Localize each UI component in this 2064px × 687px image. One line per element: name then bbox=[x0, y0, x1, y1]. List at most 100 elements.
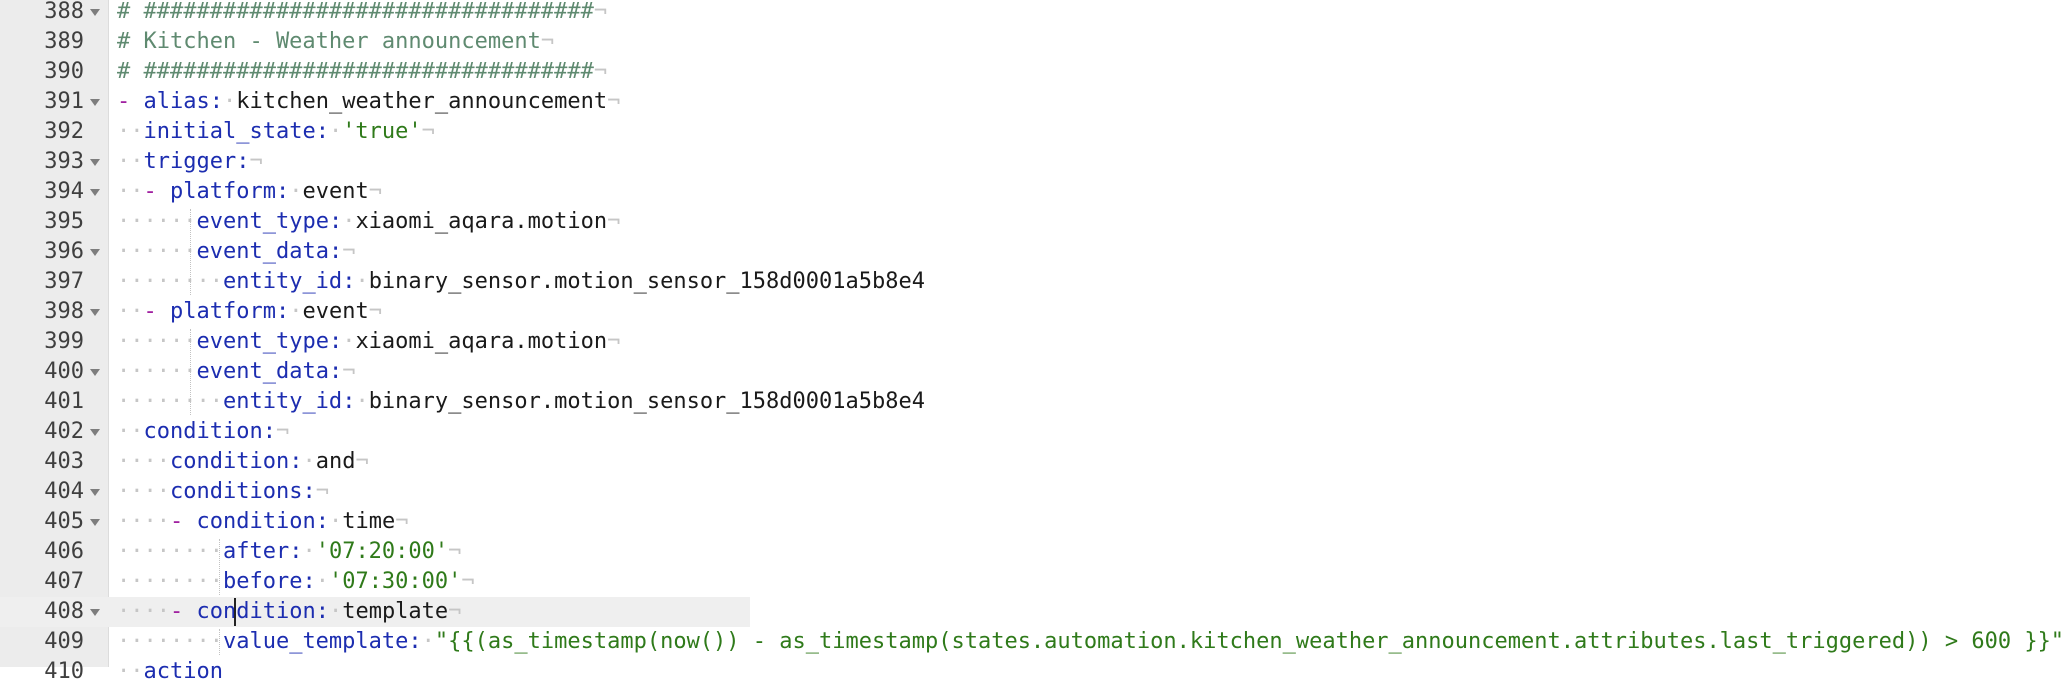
code-line[interactable]: 398 ··- platform:·event¬ bbox=[0, 297, 750, 327]
line-number: 401 bbox=[44, 389, 84, 414]
whitespace-marker: ···· bbox=[117, 449, 170, 474]
fold-toggle-icon[interactable] bbox=[90, 429, 100, 436]
whitespace-marker: · bbox=[302, 449, 316, 474]
fold-toggle-icon[interactable] bbox=[90, 189, 100, 196]
code-text: # ##################################¬ bbox=[117, 57, 607, 87]
code-line[interactable]: 392··initial_state:·'true'¬ bbox=[0, 117, 750, 147]
yaml-key: after bbox=[222, 539, 290, 564]
whitespace-marker: · bbox=[342, 329, 356, 354]
newline-marker-icon: ¬ bbox=[593, 0, 608, 24]
yaml-colon: : bbox=[302, 569, 316, 594]
fold-toggle-icon[interactable] bbox=[90, 609, 100, 616]
whitespace-marker: ·· bbox=[117, 149, 144, 174]
newline-marker-icon: ¬ bbox=[368, 299, 382, 324]
fold-toggle-icon[interactable] bbox=[90, 369, 100, 376]
newline-marker-icon: ¬ bbox=[448, 539, 462, 564]
code-text: ··- platform:·event¬ bbox=[117, 297, 382, 327]
yaml-colon: : bbox=[275, 179, 290, 204]
line-number: 398 bbox=[44, 299, 84, 324]
yaml-value: time bbox=[342, 509, 396, 534]
whitespace-marker: ···· bbox=[117, 509, 170, 534]
code-line[interactable]: 396······event_data:¬ bbox=[0, 237, 750, 267]
code-line[interactable]: 402··condition:¬ bbox=[0, 417, 750, 447]
fold-toggle-icon[interactable] bbox=[90, 489, 100, 496]
yaml-key: before bbox=[222, 569, 303, 594]
yaml-colon: : bbox=[315, 599, 329, 624]
newline-marker-icon: ¬ bbox=[355, 449, 369, 474]
indent-guide bbox=[219, 629, 221, 655]
code-line[interactable]: 394 ··- platform:·event¬ bbox=[0, 177, 750, 207]
code-line[interactable]: 404····conditions:¬ bbox=[0, 477, 750, 507]
code-line[interactable]: 397········entity_id:·binary_sensor.moti… bbox=[0, 267, 925, 297]
code-text: ······event_data:¬ bbox=[117, 357, 355, 387]
line-number: 392 bbox=[44, 119, 84, 144]
code-line[interactable]: 399······event_type:·xiaomi_aqara.motion… bbox=[0, 327, 750, 357]
whitespace-marker: ···· bbox=[117, 599, 170, 624]
list-dash: - bbox=[169, 599, 197, 624]
yaml-key: platform bbox=[170, 299, 276, 324]
yaml-value: event bbox=[302, 299, 369, 324]
code-text: ····condition:·and¬ bbox=[117, 447, 369, 477]
line-number: 388 bbox=[44, 0, 84, 24]
code-line[interactable]: 389# Kitchen - Weather announcement¬ bbox=[0, 27, 750, 57]
yaml-value: binary_sensor.motion_sensor_158d0001a5b8… bbox=[368, 389, 925, 414]
fold-toggle-icon[interactable] bbox=[90, 249, 100, 256]
newline-marker-icon: ¬ bbox=[249, 149, 263, 174]
whitespace-marker: · bbox=[289, 299, 303, 324]
code-text: ······event_data:¬ bbox=[117, 237, 355, 267]
newline-marker-icon: ¬ bbox=[607, 89, 621, 114]
code-line[interactable]: 390# ##################################¬ bbox=[0, 57, 750, 87]
line-number: 393 bbox=[44, 149, 84, 174]
code-line[interactable]: 410··action bbox=[0, 657, 750, 687]
code-text: ········after:·'07:20:00'¬ bbox=[117, 537, 461, 567]
line-number: 394 bbox=[44, 179, 84, 204]
code-text: ········value_template:·"{{(as_timestamp… bbox=[117, 627, 2064, 657]
whitespace-marker: ···· bbox=[117, 479, 170, 504]
whitespace-marker: · bbox=[222, 89, 237, 114]
newline-marker-icon: ¬ bbox=[607, 209, 621, 234]
code-text: ······event_type:·xiaomi_aqara.motion¬ bbox=[117, 207, 620, 237]
yaml-value: '07:30:00' bbox=[328, 569, 462, 594]
code-line[interactable]: 400······event_data:¬ bbox=[0, 357, 750, 387]
code-line[interactable]: 388# ##################################¬ bbox=[0, 0, 750, 27]
yaml-key: condition bbox=[169, 449, 290, 474]
line-number: 403 bbox=[44, 449, 84, 474]
code-text: ······event_type:·xiaomi_aqara.motion¬ bbox=[117, 327, 620, 357]
whitespace-marker: · bbox=[289, 179, 303, 204]
code-line[interactable]: 408····- condition:·template¬ bbox=[0, 597, 750, 627]
code-line[interactable]: 393··trigger:¬ bbox=[0, 147, 750, 177]
code-line[interactable]: 401········entity_id:·binary_sensor.moti… bbox=[0, 387, 925, 417]
line-number: 402 bbox=[44, 419, 84, 444]
yaml-colon: : bbox=[342, 389, 356, 414]
code-text: # Kitchen - Weather announcement¬ bbox=[117, 27, 554, 57]
newline-marker-icon: ¬ bbox=[275, 419, 290, 444]
yaml-value: binary_sensor.motion_sensor_158d0001a5b8… bbox=[368, 269, 925, 294]
fold-toggle-icon[interactable] bbox=[90, 99, 100, 106]
yaml-key: trigger bbox=[143, 149, 237, 174]
yaml-value: event bbox=[302, 179, 369, 204]
line-number: 406 bbox=[44, 539, 84, 564]
whitespace-marker: · bbox=[315, 569, 329, 594]
yaml-colon: : bbox=[315, 509, 329, 534]
yaml-colon: : bbox=[328, 359, 343, 384]
fold-toggle-icon[interactable] bbox=[90, 9, 100, 16]
code-line[interactable]: 405····- condition:·time¬ bbox=[0, 507, 750, 537]
fold-toggle-icon[interactable] bbox=[90, 519, 100, 526]
code-line[interactable]: 403····condition:·and¬ bbox=[0, 447, 750, 477]
code-line[interactable]: 391- alias:·kitchen_weather_announcement… bbox=[0, 87, 750, 117]
code-text: ··- platform:·event¬ bbox=[117, 177, 382, 207]
code-line[interactable]: 406 ········after:·'07:20:00'¬ bbox=[0, 537, 750, 567]
yaml-key: event_type bbox=[196, 209, 329, 234]
fold-toggle-icon[interactable] bbox=[90, 309, 100, 316]
whitespace-marker: · bbox=[355, 269, 369, 294]
fold-toggle-icon[interactable] bbox=[90, 159, 100, 166]
indent-guide bbox=[219, 539, 221, 595]
gutter-divider bbox=[108, 0, 109, 667]
indent-guide bbox=[190, 329, 191, 415]
code-line[interactable]: 407········before:·'07:30:00'¬ bbox=[0, 567, 750, 597]
code-line[interactable]: 395······event_type:·xiaomi_aqara.motion… bbox=[0, 207, 750, 237]
newline-marker-icon: ¬ bbox=[593, 59, 608, 84]
code-line[interactable]: 409········value_template:·"{{(as_timest… bbox=[0, 627, 2064, 657]
line-number: 407 bbox=[44, 569, 84, 594]
